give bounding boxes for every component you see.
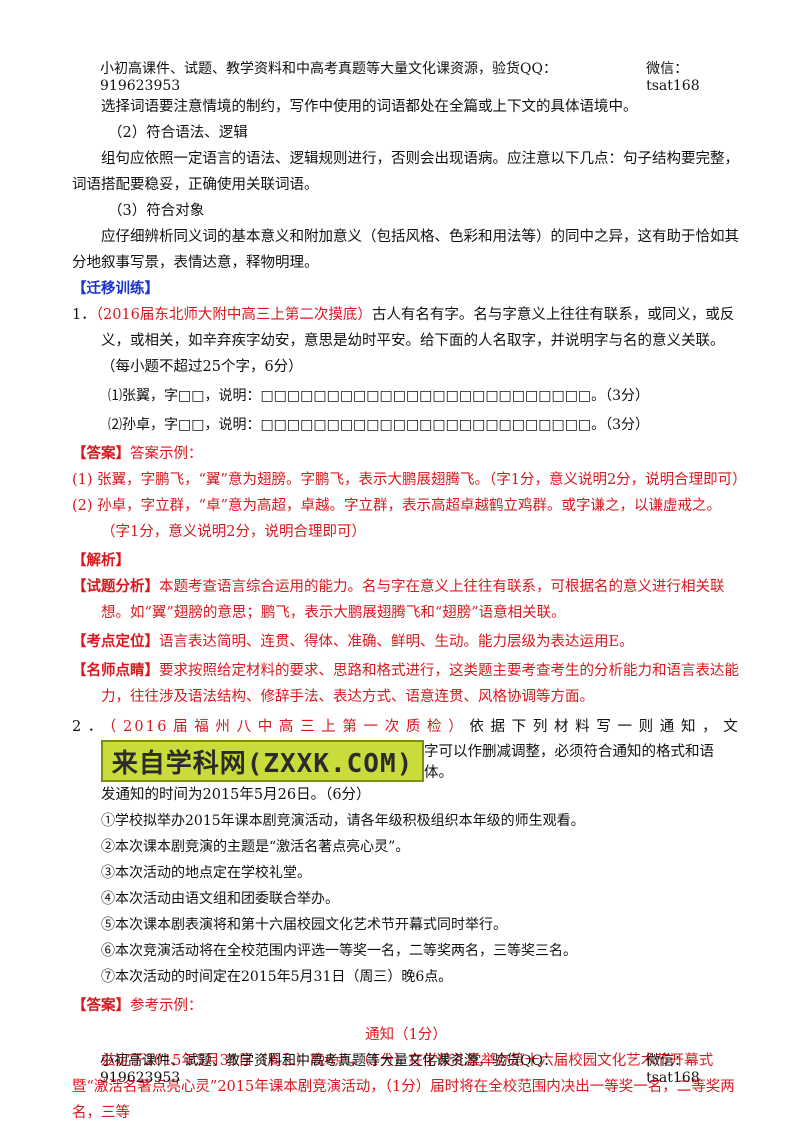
- analysis-key-point: 【考点定位】语言表达简明、连贯、得体、准确、鲜明、生动。能力层级为表达运用E。: [72, 629, 740, 655]
- question-2-text-a: 依据下列材料写一则通知，文: [469, 719, 740, 735]
- analysis-key-point-text: 语言表达简明、连贯、得体、准确、鲜明、生动。能力层级为表达运用E。: [159, 634, 634, 650]
- answer-1-line-2: (2) 孙卓，字立群，“卓”意为高超，卓越。字立群，表示高超卓越鹤立鸡群。或字谦…: [72, 498, 721, 540]
- material-item: ②本次课本剧竞演的主题是“激活名著点亮心灵”。: [101, 839, 410, 855]
- question-2-text-c: 发通知的时间为2015年5月26日。（6分）: [101, 787, 371, 803]
- page-header: 小初高课件、试题、教学资料和中高考真题等大量文化课资源，验货QQ：9196239…: [100, 58, 740, 94]
- analysis-label: 【解析】: [72, 552, 130, 569]
- footer-wechat: 微信：tsat168: [646, 1053, 700, 1086]
- question-1: 1．（2016届东北师大附中高三上第二次摸底）古人有名有字。名与字意义上往往有联…: [72, 302, 740, 380]
- material-item: ④本次活动由语文组和团委联合举办。: [101, 891, 339, 907]
- zxxk-logo: 来自学科网(ZXXK.COM): [101, 740, 424, 782]
- question-1-item-2: ⑵孙卓，字□□，说明：□□□□□□□□□□□□□□□□□□□□□□□□□。（3分…: [108, 417, 650, 433]
- header-wechat: 微信：tsat168: [646, 61, 700, 94]
- question-2-number: 2．: [72, 719, 110, 735]
- material-item: ⑤本次课本剧表演将和第十六届校园文化艺术节开幕式同时举行。: [101, 917, 507, 933]
- notice-body: 兹定于2015年5月31日（周三）晚6点，（1分）在学校礼堂举办第十六届校园文化…: [72, 1053, 735, 1121]
- paragraph-3: 应仔细辨析同义词的基本意义和附加意义（包括风格、色彩和用法等）的同中之异，这有助…: [72, 229, 739, 271]
- question-1-text: 古人有名有字。名与字意义上往往有联系，或同义，或反义，或相关，如辛弃疾字幼安，意…: [101, 307, 735, 375]
- material-list: ①学校拟举办2015年课本剧竞演活动，请各年级积极组织本年级的师生观看。 ②本次…: [72, 808, 740, 990]
- analysis-key-point-label: 【考点定位】: [72, 633, 159, 650]
- answer-1-title: 答案示例：: [130, 446, 203, 462]
- notice-title: 通知（1分）: [365, 1027, 447, 1043]
- analysis-tip-text: 要求按照给定材料的要求、思路和格式进行，这类题主要考查考生的分析能力和语言表达能…: [101, 663, 739, 705]
- analysis-tip: 【名师点睛】要求按照给定材料的要求、思路和格式进行，这类题主要考查考生的分析能力…: [72, 658, 740, 710]
- section-2-title: （2）符合语法、逻辑: [108, 125, 248, 141]
- material-item: ③本次活动的地点定在学校礼堂。: [101, 865, 311, 881]
- paragraph-2: 组句应依照一定语言的语法、逻辑规则进行，否则会出现语病。应注意以下几点：句子结构…: [72, 151, 739, 193]
- question-1-item-1: ⑴张翼，字□□，说明：□□□□□□□□□□□□□□□□□□□□□□□□□。（3分…: [108, 388, 650, 404]
- question-1-source: （2016届东北师大附中高三上第二次摸底）: [95, 307, 372, 323]
- analysis-question-text: 本题考查语言综合运用的能力。名与字在意义上往往有联系，可根据名的意义进行相关联想…: [101, 579, 725, 621]
- section-3-title: （3）符合对象: [108, 203, 205, 219]
- practice-title: 【迁移训练】: [72, 280, 159, 297]
- material-item: ①学校拟举办2015年课本剧竞演活动，请各年级积极组织本年级的师生观看。: [101, 813, 585, 829]
- question-2-text-b: 字可以作删减调整，必须符合通知的格式和语体。: [423, 744, 714, 781]
- answer-2: 【答案】参考示例：: [72, 993, 740, 1019]
- footer-text: 小初高课件、试题、教学资料和中高考真题等大量文化课资源，验货QQ：9196239…: [100, 1053, 557, 1086]
- material-item: ⑦本次活动的时间定在2015年5月31日（周三）晚6点。: [101, 969, 453, 985]
- paragraph-1: 选择词语要注意情境的制约，写作中使用的词语都处在全篇或上下文的具体语境中。: [101, 99, 638, 115]
- header-text: 小初高课件、试题、教学资料和中高考真题等大量文化课资源，验货QQ：9196239…: [100, 61, 557, 94]
- answer-1-label: 【答案】: [72, 445, 130, 462]
- answer-2-label: 【答案】: [72, 997, 130, 1014]
- question-2-source: （2016届福州八中高三上第一次质检）: [109, 719, 470, 735]
- page-footer: 小初高课件、试题、教学资料和中高考真题等大量文化课资源，验货QQ：9196239…: [100, 1050, 740, 1086]
- analysis-tip-label: 【名师点睛】: [72, 662, 159, 679]
- question-2: 2．（2016届福州八中高三上第一次质检）依据下列材料写一则通知，文: [72, 714, 740, 740]
- analysis-question: 【试题分析】本题考查语言综合运用的能力。名与字在意义上往往有联系，可根据名的意义…: [72, 574, 740, 626]
- answer-1: 【答案】答案示例：: [72, 441, 740, 467]
- analysis-question-label: 【试题分析】: [72, 578, 159, 595]
- question-2-logo-line: 来自学科网(ZXXK.COM) 字可以作删减调整，必须符合通知的格式和语体。: [101, 740, 740, 782]
- material-item: ⑥本次竞演活动将在全校范围内评选一等奖一名，二等奖两名，三等奖三名。: [101, 943, 577, 959]
- answer-2-title: 参考示例：: [130, 998, 203, 1014]
- document-body: 选择词语要注意情境的制约，写作中使用的词语都处在全篇或上下文的具体语境中。 （2…: [72, 94, 747, 1126]
- question-1-number: 1．: [72, 307, 96, 323]
- answer-1-line-1: (1) 张翼，字鹏飞，“翼”意为翅膀。字鹏飞，表示大鹏展翅腾飞。（字1分，意义说…: [72, 472, 747, 488]
